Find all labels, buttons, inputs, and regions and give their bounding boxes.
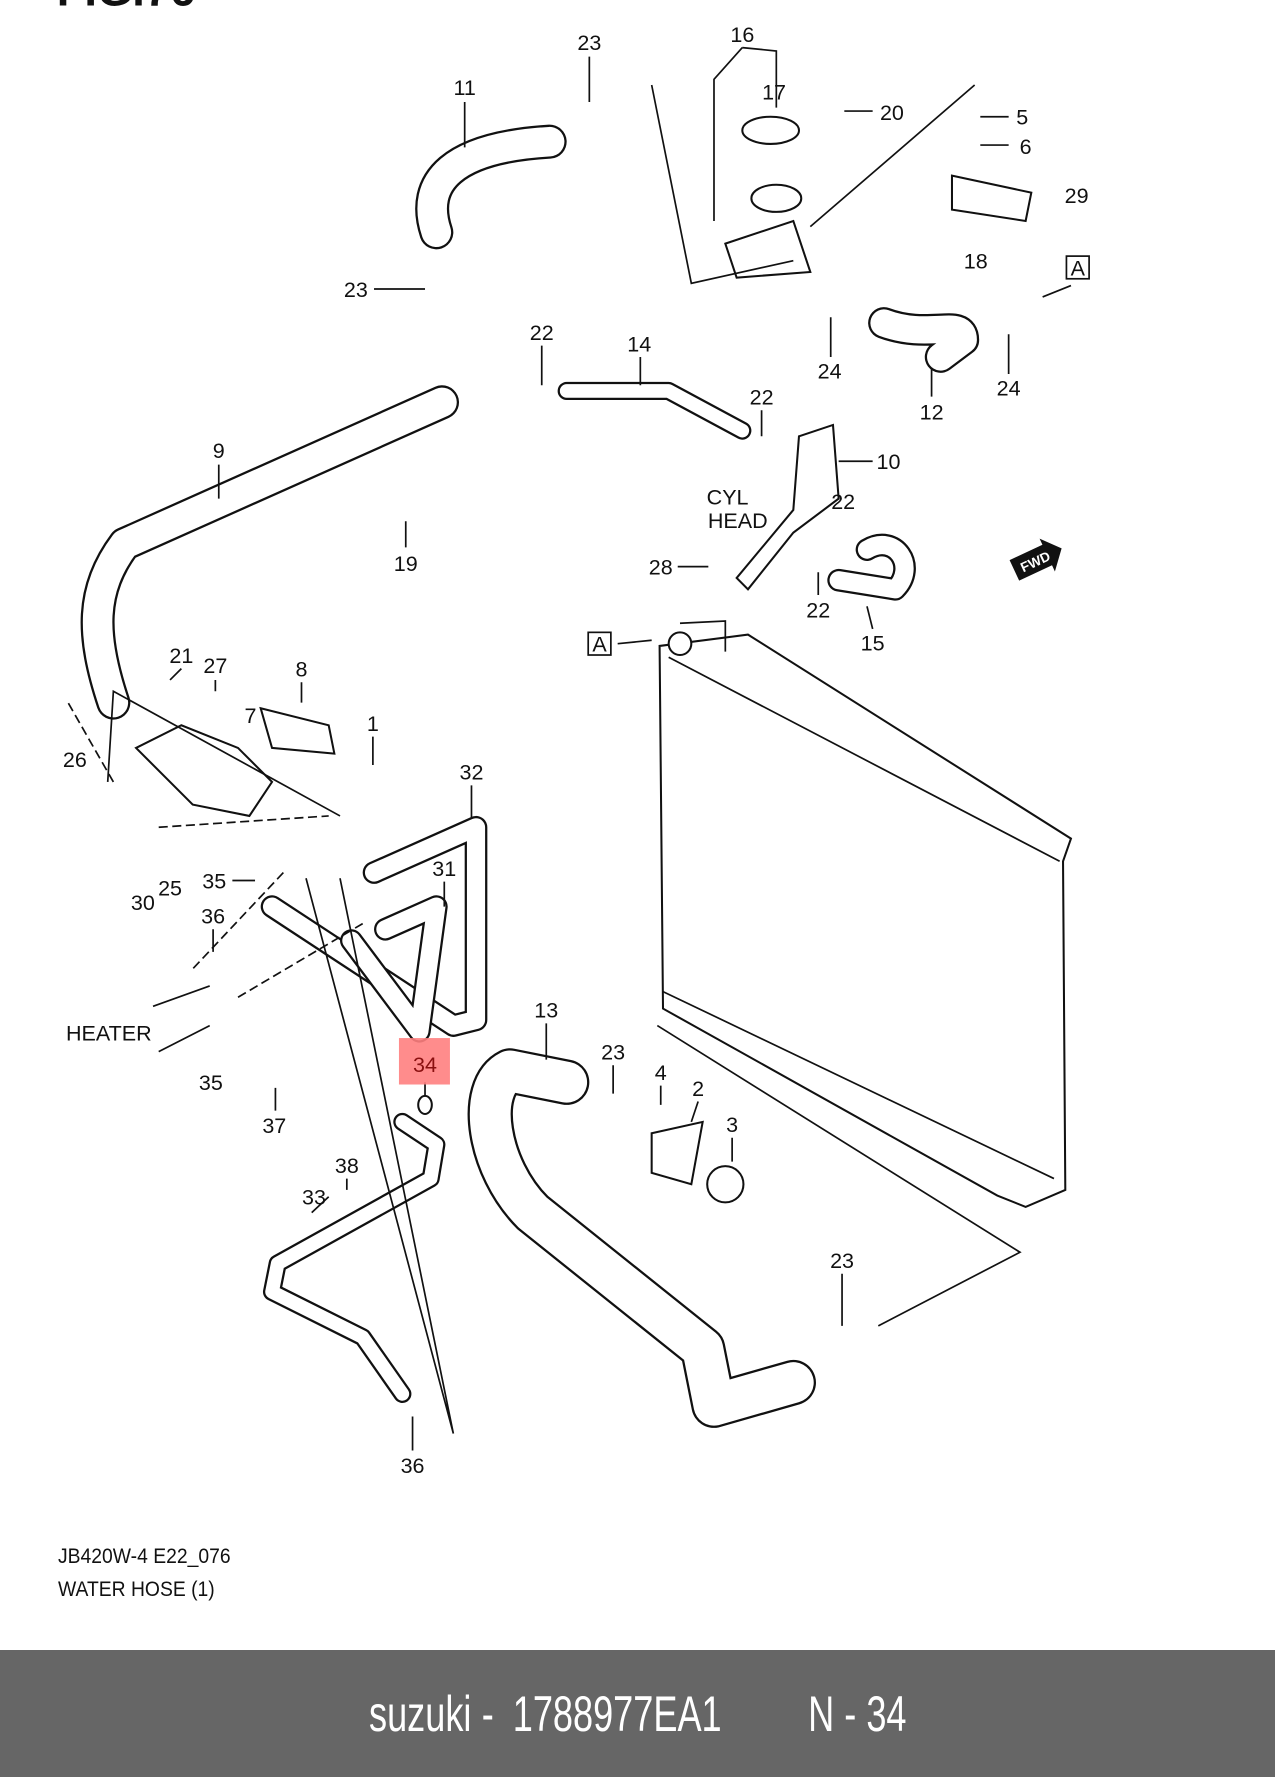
leader-lines xyxy=(67,46,1072,1451)
callout-6: 6 xyxy=(1020,135,1032,159)
separator: - xyxy=(481,1685,494,1742)
callout-5: 5 xyxy=(1016,106,1028,130)
heater-label: HEATER xyxy=(66,1021,152,1045)
components xyxy=(134,115,1033,1204)
callout-34-highlighted[interactable]: 34 xyxy=(413,1053,437,1077)
callout-8: 8 xyxy=(296,658,308,682)
callout-23: 23 xyxy=(577,31,601,55)
head-label: HEAD xyxy=(708,509,768,533)
callout-33: 33 xyxy=(302,1186,326,1210)
reference-box-a-top: A xyxy=(1065,255,1090,280)
callout-9: 9 xyxy=(213,439,225,463)
o-ring-34 xyxy=(417,1094,433,1115)
reference-label: A xyxy=(1071,256,1086,280)
callout-30: 30 xyxy=(131,891,155,915)
callout-18: 18 xyxy=(964,250,988,274)
brand: suzuki xyxy=(368,1685,472,1742)
callout-35: 35 xyxy=(202,869,226,893)
callout-36: 36 xyxy=(201,905,225,929)
callout-11: 11 xyxy=(454,76,476,100)
callout-26: 26 xyxy=(63,748,87,772)
callout-10: 10 xyxy=(877,450,901,474)
callout-22: 22 xyxy=(831,490,855,514)
drawing-code: JB420W-4 E22_076 xyxy=(58,1545,231,1568)
callout-2: 2 xyxy=(692,1077,704,1101)
callout-23: 23 xyxy=(344,278,368,302)
callout-16: 16 xyxy=(730,23,754,47)
callout-29: 29 xyxy=(1065,184,1089,208)
callout-20: 20 xyxy=(880,101,904,125)
callout-15: 15 xyxy=(861,631,885,655)
reference-box-a-bottom: A xyxy=(587,631,612,657)
hoses xyxy=(80,124,980,1428)
callout-38: 38 xyxy=(335,1154,359,1178)
callout-27: 27 xyxy=(203,654,227,678)
callout-31: 31 xyxy=(432,857,456,881)
callout-4: 4 xyxy=(655,1061,667,1085)
callout-25: 25 xyxy=(158,876,182,900)
callout-24: 24 xyxy=(997,377,1021,401)
part-number: 1788977EA1 xyxy=(512,1685,722,1742)
callout-13: 13 xyxy=(534,999,558,1023)
item-number: N - 34 xyxy=(808,1685,907,1742)
parts-diagram: FIG.76 xyxy=(57,0,1090,1478)
callout-23: 23 xyxy=(830,1249,854,1273)
callout-24: 24 xyxy=(818,360,842,384)
callout-17: 17 xyxy=(762,81,786,105)
radiator xyxy=(658,620,1073,1209)
callout-23: 23 xyxy=(601,1041,625,1065)
figure-caption: WATER HOSE (1) xyxy=(58,1578,215,1601)
footer-bar: suzuki - 1788977EA1 N - 34 xyxy=(0,1650,1275,1777)
callout-28: 28 xyxy=(649,556,673,580)
callout-1: 1 xyxy=(367,712,379,736)
callout-12: 12 xyxy=(920,400,944,424)
callout-36: 36 xyxy=(401,1454,425,1478)
callout-37: 37 xyxy=(262,1114,286,1138)
cyl-label: CYL xyxy=(707,485,749,509)
highlight-box xyxy=(398,1038,450,1085)
callout-22: 22 xyxy=(750,386,774,410)
callout-22: 22 xyxy=(530,321,554,345)
callout-19: 19 xyxy=(394,552,418,576)
callout-35: 35 xyxy=(199,1071,223,1095)
fwd-arrow-icon: FWD xyxy=(1009,538,1062,581)
reference-label: A xyxy=(592,633,607,657)
callout-21: 21 xyxy=(169,644,193,668)
figure-title: FIG.76 xyxy=(57,0,196,16)
callout-7: 7 xyxy=(245,704,257,728)
callout-22: 22 xyxy=(806,599,830,623)
callout-32: 32 xyxy=(460,761,484,785)
callout-14: 14 xyxy=(627,332,651,356)
callout-3: 3 xyxy=(726,1113,738,1137)
